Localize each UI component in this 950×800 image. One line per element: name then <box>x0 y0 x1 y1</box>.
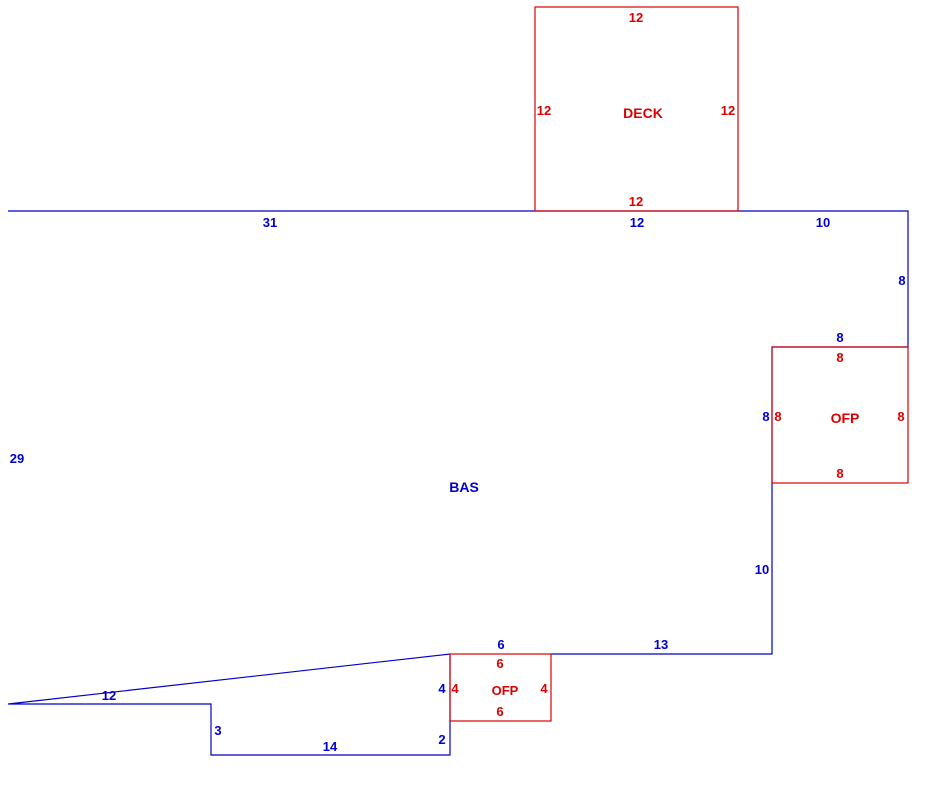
ofp-bottom-edge-right: 4 <box>540 681 548 696</box>
bas-edge-bottom-mid: 14 <box>323 739 338 754</box>
ofp-right-edge-top: 8 <box>836 350 843 365</box>
bas-edge-top-right: 10 <box>816 215 830 230</box>
ofp-right-outline <box>771 346 909 484</box>
bas-edge-ofp-top: 6 <box>497 637 504 652</box>
bas-edge-right-lower: 10 <box>755 562 769 577</box>
bas-edge-step-side: 8 <box>762 409 769 424</box>
deck-edge-right: 12 <box>721 103 735 118</box>
bas-edge-bottom-left: 12 <box>102 688 116 703</box>
ofp-bottom-edge-left: 4 <box>451 681 459 696</box>
bas-edge-ofp-side: 4 <box>438 681 446 696</box>
bas-edge-top-mid: 12 <box>630 215 644 230</box>
bas-edge-bottom-right: 13 <box>654 637 668 652</box>
bas-edge-right-upper: 8 <box>898 273 905 288</box>
bas-label: BAS <box>449 479 479 495</box>
bas-edge-notch-side: 2 <box>438 732 445 747</box>
deck-edge-top: 12 <box>629 10 643 25</box>
bas-edge-notch-left: 3 <box>214 723 221 738</box>
deck-outline <box>534 6 739 212</box>
ofp-bottom-edge-bottom: 6 <box>496 704 503 719</box>
deck-edge-left: 12 <box>537 103 551 118</box>
bas-edge-step-top: 8 <box>836 330 843 345</box>
deck-label: DECK <box>623 105 663 121</box>
ofp-bottom-edge-top: 6 <box>496 656 503 671</box>
bas-edge-top-left: 31 <box>263 215 277 230</box>
ofp-right-edge-bottom: 8 <box>836 466 843 481</box>
deck-edge-bottom: 12 <box>629 194 643 209</box>
ofp-right-label: OFP <box>831 410 860 426</box>
bas-edge-left: 29 <box>10 451 24 466</box>
ofp-right-edge-right: 8 <box>897 409 904 424</box>
ofp-bottom-outline <box>449 653 552 722</box>
ofp-right-edge-left: 8 <box>774 409 781 424</box>
ofp-bottom-label: OFP <box>492 683 519 698</box>
